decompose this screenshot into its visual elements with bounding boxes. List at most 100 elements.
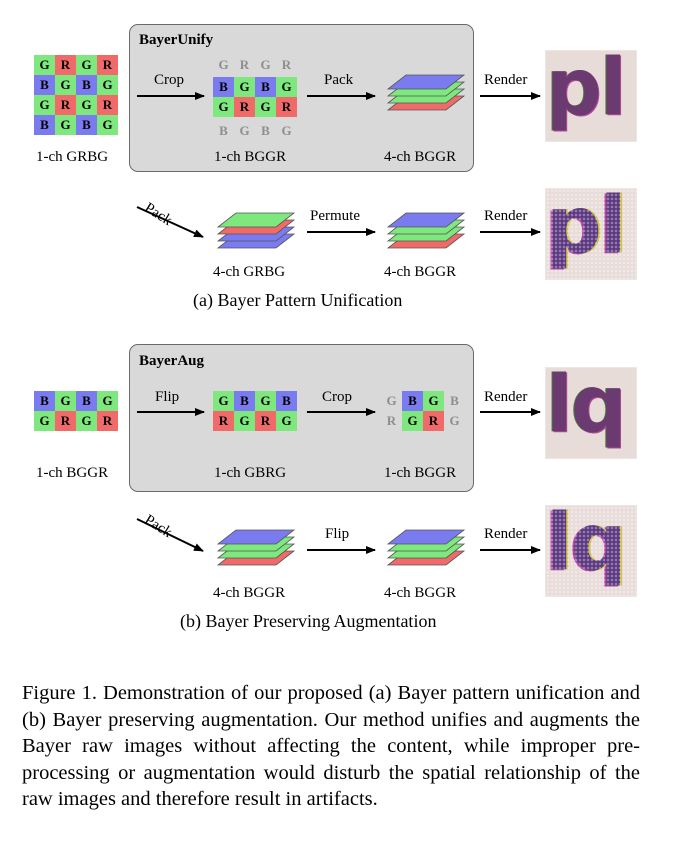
ghost-cell-r: R (239, 57, 250, 72)
bayer-cell-g: G (276, 411, 297, 431)
bayer-cell-g: G (213, 97, 234, 117)
channel-layer-g (216, 212, 296, 228)
bayer-cell-g: G (255, 97, 276, 117)
bayer-cell-b: B (34, 75, 55, 95)
crop-arrow-label: Crop (154, 72, 184, 88)
ghost-cell-g: G (260, 57, 271, 72)
bayer-cell-g: G (76, 95, 97, 115)
bayer-cell-g: G (34, 55, 55, 75)
flip-arrow-label: Flip (155, 389, 180, 405)
bayer-cell-g: G (213, 391, 234, 411)
subcaption-a: (a) Bayer Pattern Unification (193, 290, 403, 310)
bayeraug-title: BayerAug (139, 353, 204, 369)
bayer-cell-g: G (97, 75, 118, 95)
render-arrow-label: Render (484, 72, 528, 88)
bayer-cell-r: R (97, 55, 118, 75)
ghost-cell-g: G (239, 123, 250, 138)
bayer-cell-b: B (276, 391, 297, 411)
ghost-cell-r: R (281, 57, 292, 72)
subcaption-b: (b) Bayer Preserving Augmentation (180, 611, 437, 631)
bayer-cell-g: G (97, 115, 118, 135)
bayer-cell-r: R (97, 95, 118, 115)
ghost-cell-b: B (219, 123, 228, 138)
packed-bggr-label-b: 4-ch BGGR (213, 585, 286, 601)
permuted-bggr-label: 4-ch BGGR (384, 264, 457, 280)
render-arrow-label-b: Render (484, 389, 528, 405)
stack-4ch-grbg (216, 212, 296, 249)
crop-arrow-label-b: Crop (322, 389, 352, 405)
channel-layer-b (386, 529, 466, 545)
bayer-cell-b: B (234, 391, 255, 411)
bayer-cell-g: G (55, 391, 76, 411)
bayer-cell-r: R (213, 411, 234, 431)
render-result-thumbnail-b2: lq (545, 505, 637, 597)
alt-pack-arrow-b (136, 518, 204, 552)
bayer-cell-b: B (213, 77, 234, 97)
bggr-cropped-label: 1-ch BGGR (214, 149, 287, 165)
bayer-cell-g: G (97, 391, 118, 411)
bayer-cell-g: G (34, 411, 55, 431)
bayer-cell-g: G (55, 75, 76, 95)
bayer-cell-b: B (34, 115, 55, 135)
bayer-cell-g: G (34, 95, 55, 115)
alt-render-arrow-label-b: Render (484, 526, 528, 542)
render-result-thumbnail-a2: pl (545, 188, 637, 280)
ghost-cell-r: R (386, 413, 397, 428)
render-result-thumbnail-b1: lq (545, 367, 637, 459)
pack-arrow-label: Pack (324, 72, 354, 88)
packed-bggr-label: 4-ch BGGR (384, 149, 457, 165)
alt-flip-arrow-label: Flip (325, 526, 350, 542)
bayer-cell-b: B (76, 75, 97, 95)
bayer-cell-g: G (76, 411, 97, 431)
alt-render-arrow-label: Render (484, 208, 528, 224)
channel-layer-b (386, 74, 466, 90)
ghost-cell-g: G (449, 413, 460, 428)
bayer-cell-r: R (276, 97, 297, 117)
bayer-cell-g: G (234, 77, 255, 97)
bayer-cell-b: B (76, 391, 97, 411)
bayer-cell-b: B (255, 77, 276, 97)
ghost-cell-b: B (450, 393, 459, 408)
stack-4ch-bggr-b1 (216, 529, 296, 566)
flipped-bggr-label-b: 4-ch BGGR (384, 585, 457, 601)
ghost-cell-g: G (218, 57, 229, 72)
permute-arrow-label: Permute (310, 208, 360, 224)
bayer-cell-g: G (276, 77, 297, 97)
bayer-cell-r: R (234, 97, 255, 117)
gbrg-flipped-label: 1-ch GBRG (214, 465, 287, 481)
grbg-input-label: 1-ch GRBG (36, 149, 109, 165)
bggr-input-label: 1-ch BGGR (36, 465, 109, 481)
bayer-cell-r: R (55, 411, 76, 431)
ghost-cell-g: G (386, 393, 397, 408)
channel-layer-b (216, 529, 296, 545)
bggr-cropped-label-b: 1-ch BGGR (384, 465, 457, 481)
render-result-glyph: pl (546, 50, 627, 133)
render-result-glyph-b: lq (546, 367, 627, 450)
channel-layer-b (386, 212, 466, 228)
ghost-cell-g: G (281, 123, 292, 138)
bayer-cell-r: R (97, 411, 118, 431)
bayer-cell-g: G (423, 391, 444, 411)
stack-4ch-bggr-b2 (386, 529, 466, 566)
render-result-thumbnail-a1: pl (545, 50, 637, 142)
bayer-cell-r: R (423, 411, 444, 431)
packed-grbg-label: 4-ch GRBG (213, 264, 286, 280)
figure-caption: Figure 1. Demonstration of our proposed … (22, 682, 640, 810)
bayer-cell-g: G (255, 391, 276, 411)
bayer-cell-g: G (402, 411, 423, 431)
bayer-cell-g: G (76, 55, 97, 75)
bayer-cell-r: R (55, 55, 76, 75)
bayer-cell-r: R (255, 411, 276, 431)
bayer-cell-g: G (55, 115, 76, 135)
bayer-cell-r: R (55, 95, 76, 115)
